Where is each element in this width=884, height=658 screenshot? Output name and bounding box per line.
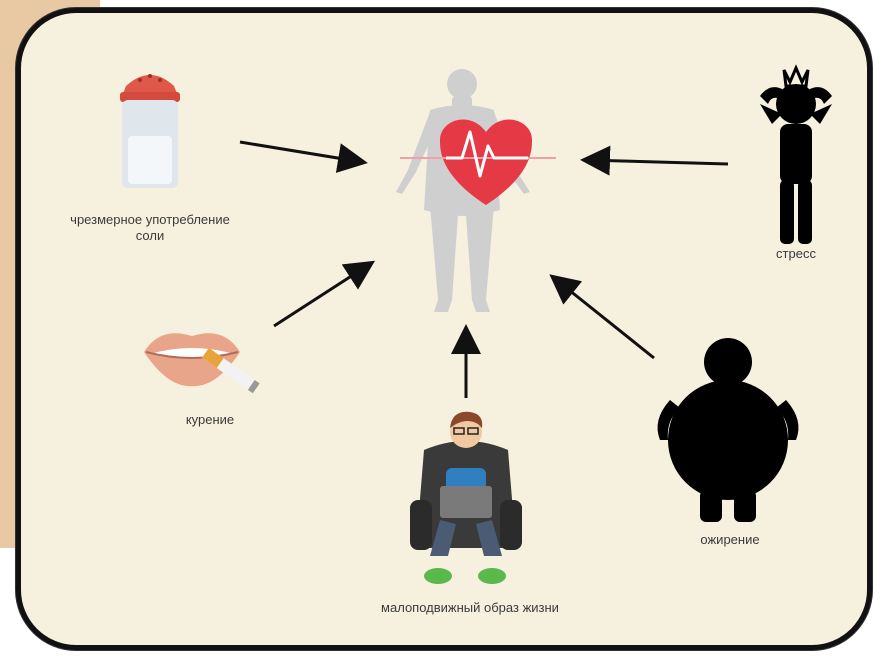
lips-cigarette-icon xyxy=(144,333,260,393)
arrow-obesity xyxy=(554,278,654,358)
label-smoking: курение xyxy=(160,412,260,428)
arrow-salt xyxy=(240,142,362,162)
salt-shaker-icon xyxy=(120,74,180,188)
arrow-smoking xyxy=(274,264,370,326)
stress-figure-icon xyxy=(760,68,832,244)
arrow-stress xyxy=(586,160,728,164)
label-obesity: ожирение xyxy=(680,532,780,548)
person-laptop-icon xyxy=(410,412,522,584)
label-sedentary: малоподвижный образ жизни xyxy=(340,600,600,616)
label-salt: чрезмерное употребление соли xyxy=(40,212,260,244)
human-body-icon xyxy=(396,69,530,312)
label-stress: стресс xyxy=(756,246,836,262)
obese-figure-icon xyxy=(658,338,799,522)
